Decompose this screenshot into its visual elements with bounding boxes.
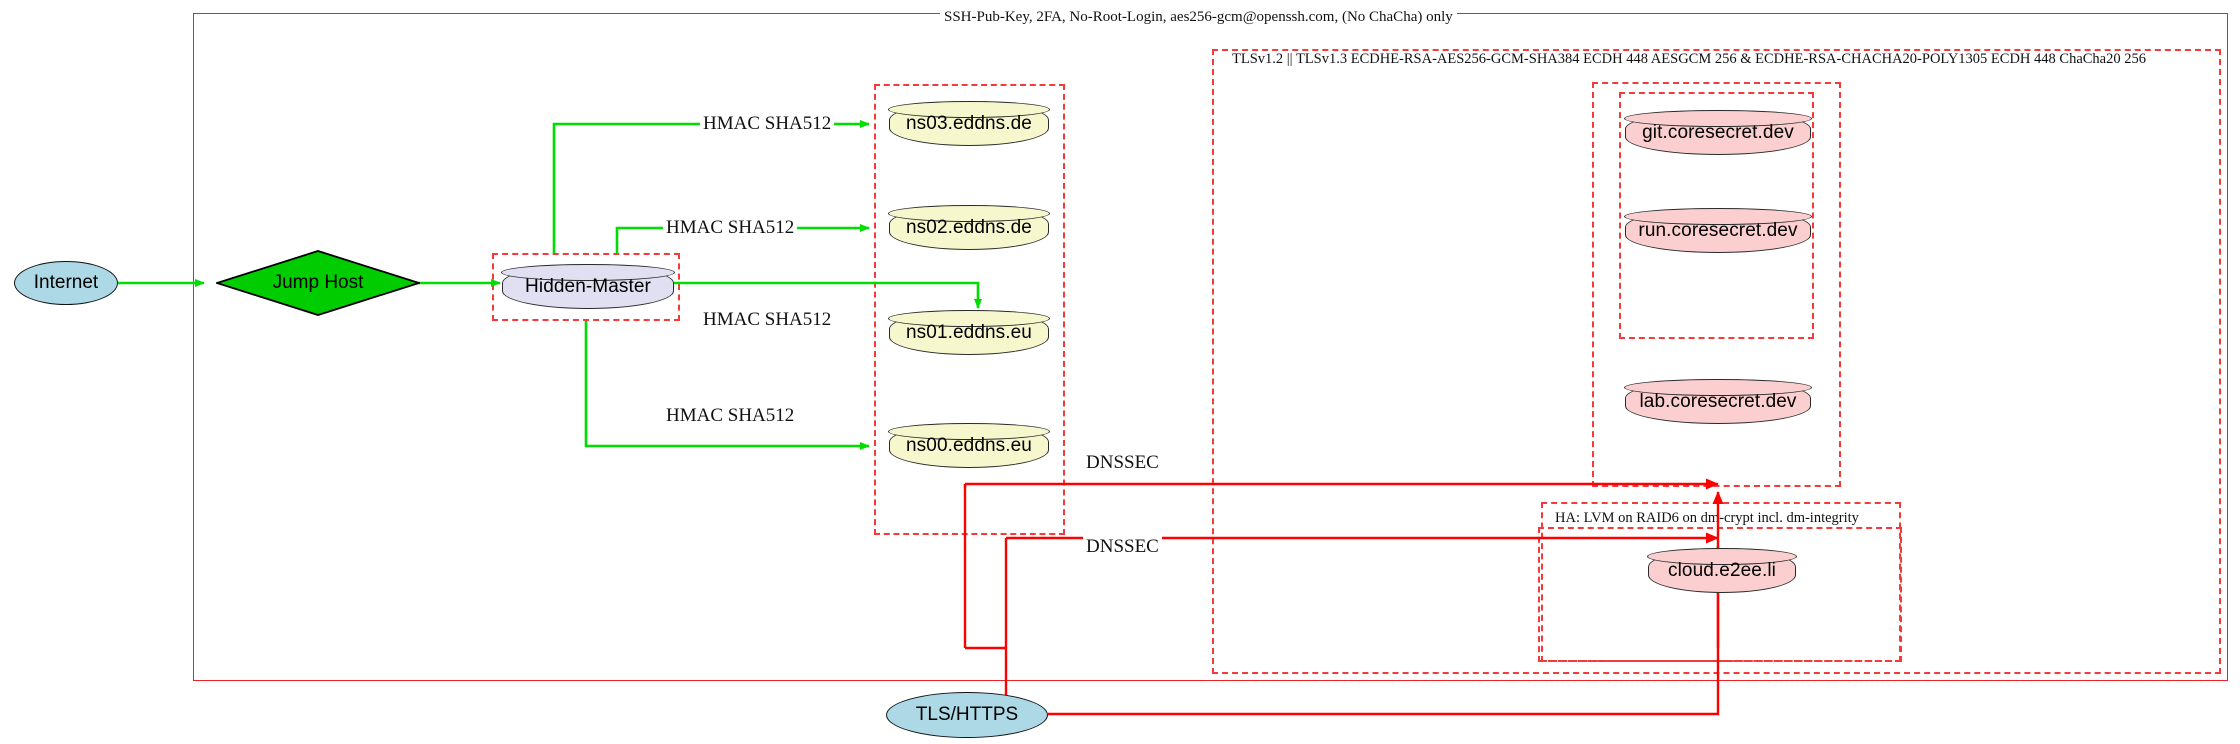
cluster-cloud (1538, 527, 1902, 662)
node-cloud-label: cloud.e2ee.li (1668, 560, 1776, 581)
cylinder-cap (1624, 110, 1812, 128)
node-internet-label: Internet (33, 272, 99, 293)
cluster-tls (1212, 49, 2221, 674)
cluster-ha-label: HA: LVM on RAID6 on dm-crypt incl. dm-in… (1551, 510, 1863, 527)
cylinder-cap (888, 101, 1050, 119)
node-tls-https-label: TLS/HTTPS (915, 704, 1019, 725)
cylinder-cap (888, 205, 1050, 223)
node-hidden-master-label: Hidden-Master (525, 276, 651, 297)
cylinder-cap (1624, 208, 1812, 226)
cluster-tls-label: TLSv1.2 || TLSv1.3 ECDHE-RSA-AES256-GCM-… (1228, 51, 2150, 68)
cluster-coresecret-inner (1619, 92, 1814, 339)
cylinder-cap (501, 264, 675, 282)
node-ns01-label: ns01.eddns.eu (906, 322, 1032, 343)
edge-label-hmac-ns00: HMAC SHA512 (663, 405, 798, 427)
node-ns02[interactable]: ns02.eddns.de (888, 205, 1050, 250)
node-jump-host[interactable]: Jump Host (214, 250, 422, 316)
cylinder-cap (888, 310, 1050, 328)
edge-label-dnssec-lower: DNSSEC (1083, 536, 1162, 558)
node-run-label: run.coresecret.dev (1638, 220, 1798, 241)
cluster-dns (874, 84, 1065, 535)
cluster-hidden-master (492, 253, 680, 321)
node-ns00-label: ns00.eddns.eu (906, 435, 1032, 456)
node-ns03[interactable]: ns03.eddns.de (888, 101, 1050, 146)
node-tls-https[interactable]: TLS/HTTPS (886, 692, 1048, 738)
node-ns03-label: ns03.eddns.de (906, 113, 1032, 134)
node-ns00[interactable]: ns00.eddns.eu (888, 423, 1050, 468)
node-ns02-label: ns02.eddns.de (906, 217, 1032, 238)
node-git-coresecret[interactable]: git.coresecret.dev (1624, 110, 1812, 155)
cylinder-cap (1624, 379, 1812, 397)
node-lab-label: lab.coresecret.dev (1639, 391, 1797, 412)
edge-label-hmac-ns03: HMAC SHA512 (700, 113, 835, 135)
jump-host-shape (214, 250, 422, 316)
edge-label-dnssec-upper: DNSSEC (1083, 452, 1162, 474)
node-cloud-e2ee[interactable]: cloud.e2ee.li (1647, 548, 1797, 593)
node-internet[interactable]: Internet (14, 261, 118, 305)
cluster-ssh-label: SSH-Pub-Key, 2FA, No-Root-Login, aes256-… (940, 9, 1457, 26)
node-ns01[interactable]: ns01.eddns.eu (888, 310, 1050, 355)
cylinder-cap (888, 423, 1050, 441)
edge-label-hmac-ns01: HMAC SHA512 (700, 309, 835, 331)
node-git-label: git.coresecret.dev (1642, 122, 1794, 143)
node-jump-host-label: Jump Host (272, 272, 364, 293)
node-lab-coresecret[interactable]: lab.coresecret.dev (1624, 379, 1812, 424)
cylinder-cap (1647, 548, 1797, 566)
node-hidden-master[interactable]: Hidden-Master (501, 264, 675, 309)
node-run-coresecret[interactable]: run.coresecret.dev (1624, 208, 1812, 253)
edge-label-hmac-ns02: HMAC SHA512 (663, 217, 798, 239)
